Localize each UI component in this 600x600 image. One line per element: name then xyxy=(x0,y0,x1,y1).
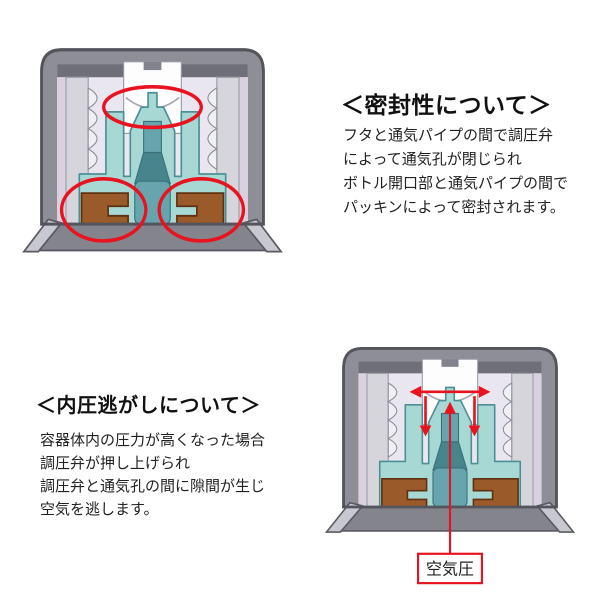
left-arrow-icon xyxy=(409,385,422,398)
section-heading-pressure-release: ＜内圧逃がしについて＞ xyxy=(36,395,261,417)
body-line: フタと通気パイプの間で調圧弁 xyxy=(343,127,554,144)
seal-highlight-ellipse-right xyxy=(157,176,246,243)
cap-cross-section xyxy=(22,48,283,254)
down-arrow-icon-left xyxy=(419,425,432,437)
body-line: 容器体内の圧力が高くなった場合 xyxy=(40,432,266,449)
right-arrow-icon xyxy=(478,385,491,398)
down-arrow-icon-right xyxy=(468,425,481,437)
sealing-diagram xyxy=(22,48,283,254)
seal-highlight-ellipse-top xyxy=(102,85,203,130)
pressure-release-diagram: 空気圧 xyxy=(325,346,575,585)
body-line: ボトル開口部と通気パイプの間で xyxy=(343,175,569,192)
body-line: によって通気孔が閉じられ xyxy=(343,151,522,168)
body-line: 調圧弁が押し上げられ xyxy=(40,455,191,472)
body-line: 空気を逃します。 xyxy=(40,501,159,518)
seal-highlight-ellipse-left xyxy=(59,176,148,243)
air-pressure-label: 空気圧 xyxy=(426,560,474,578)
up-arrow-icon xyxy=(444,401,456,414)
section-heading-sealing: ＜密封性について＞ xyxy=(341,92,552,118)
section-body-sealing: フタと通気パイプの間で調圧弁 によって通気孔が閉じられ ボトル開口部と通気パイプ… xyxy=(343,124,568,220)
section-body-pressure-release: 容器体内の圧力が高くなった場合 調圧弁が押し上げられ 調圧弁と通気孔の間に隙間が… xyxy=(40,429,265,521)
air-pressure-label-box xyxy=(417,552,483,585)
body-line: 調圧弁と通気孔の間に隙間が生じ xyxy=(40,478,266,495)
body-line: パッキンによって密封されます。 xyxy=(343,199,565,216)
